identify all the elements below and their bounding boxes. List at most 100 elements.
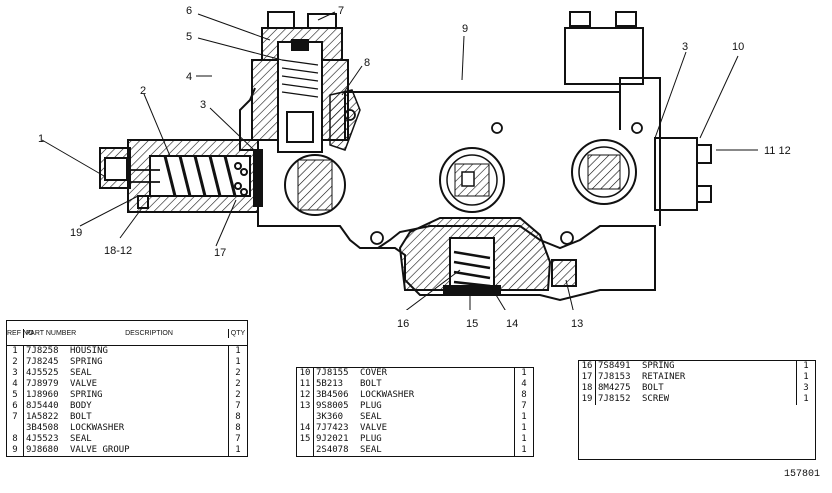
ref-cell: 12 [297, 390, 314, 401]
qty-cell: 1 [796, 372, 815, 383]
part-number-cell: 8M4275 [598, 383, 631, 393]
ref-cell: 7 [7, 412, 24, 423]
ref-cell [7, 423, 24, 434]
ref-cell: 8 [7, 434, 24, 445]
part-number-cell: 4J5523 [26, 434, 59, 444]
callout-6: 6 [186, 5, 192, 17]
callout-2: 2 [140, 85, 146, 97]
description-cell: PLUG [360, 401, 382, 411]
part-number-cell: 9J2021 [316, 434, 349, 444]
ref-cell: 2 [7, 357, 24, 368]
part-number-cell: 7J8258 [26, 346, 59, 356]
ref-cell: 9 [7, 445, 24, 456]
part-number-cell: 3B4508 [26, 423, 59, 433]
description-cell: RETAINER [642, 372, 686, 382]
description-cell: COVER [360, 368, 388, 378]
callout-16: 16 [397, 318, 410, 330]
qty-cell: 1 [228, 346, 247, 357]
figure-number: 157801 [784, 469, 821, 480]
ref-cell: 11 [297, 379, 314, 390]
part-number-cell: 7J8155 [316, 368, 349, 378]
description-cell: SPRING [70, 357, 103, 367]
part-number-cell: 7J8152 [598, 394, 631, 404]
description-cell: SEAL [360, 445, 382, 455]
qty-cell: 2 [228, 368, 247, 379]
qty-cell: 1 [514, 412, 533, 423]
header-part: PART NUMBER [26, 329, 77, 337]
solenoid-block [564, 11, 644, 85]
table-row: 3B4508 LOCKWASHER 8 [7, 423, 247, 434]
callout-3-right: 3 [682, 41, 688, 53]
qty-cell: 1 [228, 445, 247, 456]
qty-cell: 1 [796, 394, 815, 405]
callout-13: 13 [571, 318, 584, 330]
part-number-cell: 4J5525 [26, 368, 59, 378]
port-lower-left [284, 154, 346, 216]
callout-17: 17 [214, 247, 226, 259]
port-right [571, 139, 637, 205]
description-cell: BODY [70, 401, 92, 411]
description-cell: VALVE GROUP [70, 445, 130, 455]
ref-cell: 10 [297, 368, 314, 379]
ref-cell [297, 412, 314, 423]
callout-8: 8 [364, 57, 370, 69]
qty-cell: 4 [514, 379, 533, 390]
header-description: DESCRIPTION [125, 329, 173, 337]
parts-table-1: REF NO PART NUMBER DESCRIPTION QTY 1 7J82… [6, 320, 248, 457]
ref-cell: 16 [579, 361, 596, 372]
description-cell: SPRING [642, 361, 675, 371]
ref-cell: 3 [7, 368, 24, 379]
callout-1: 1 [38, 133, 44, 145]
callout-14: 14 [506, 318, 519, 330]
callout-5: 5 [186, 31, 192, 43]
seal-stack [329, 89, 361, 151]
part-number-cell: 2S4078 [316, 445, 349, 455]
callout-4: 4 [186, 71, 192, 83]
part-number-cell: 3K360 [316, 412, 344, 422]
callout-9: 9 [462, 23, 468, 35]
description-cell: BOLT [70, 412, 92, 422]
ref-cell [297, 445, 314, 456]
callout-11-12: 11 12 [764, 145, 791, 157]
part-number-cell: 7J8979 [26, 379, 59, 389]
ref-cell: 17 [579, 372, 596, 383]
qty-cell: 8 [228, 423, 247, 434]
qty-cell: 2 [228, 379, 247, 390]
qty-cell: 2 [228, 390, 247, 401]
part-number-cell: 7J8153 [598, 372, 631, 382]
callout-18-12: 18-12 [104, 245, 132, 257]
description-cell: VALVE [70, 379, 98, 389]
port-left [439, 147, 505, 213]
description-cell: HOUSING [70, 346, 108, 356]
part-number-cell: 1A5822 [26, 412, 59, 422]
qty-cell: 1 [514, 368, 533, 379]
ref-cell: 14 [297, 423, 314, 434]
description-cell: PLUG [360, 434, 382, 444]
part-number-cell: 8J5440 [26, 401, 59, 411]
description-cell: BOLT [642, 383, 664, 393]
description-cell: LOCKWASHER [70, 423, 125, 433]
table-header: REF NO PART NUMBER DESCRIPTION QTY [7, 321, 247, 346]
description-cell: SEAL [70, 368, 92, 378]
ref-cell: 13 [297, 401, 314, 412]
header-ref: REF NO [7, 328, 34, 338]
spring-housing [99, 139, 263, 213]
description-cell: SCREW [642, 394, 670, 404]
